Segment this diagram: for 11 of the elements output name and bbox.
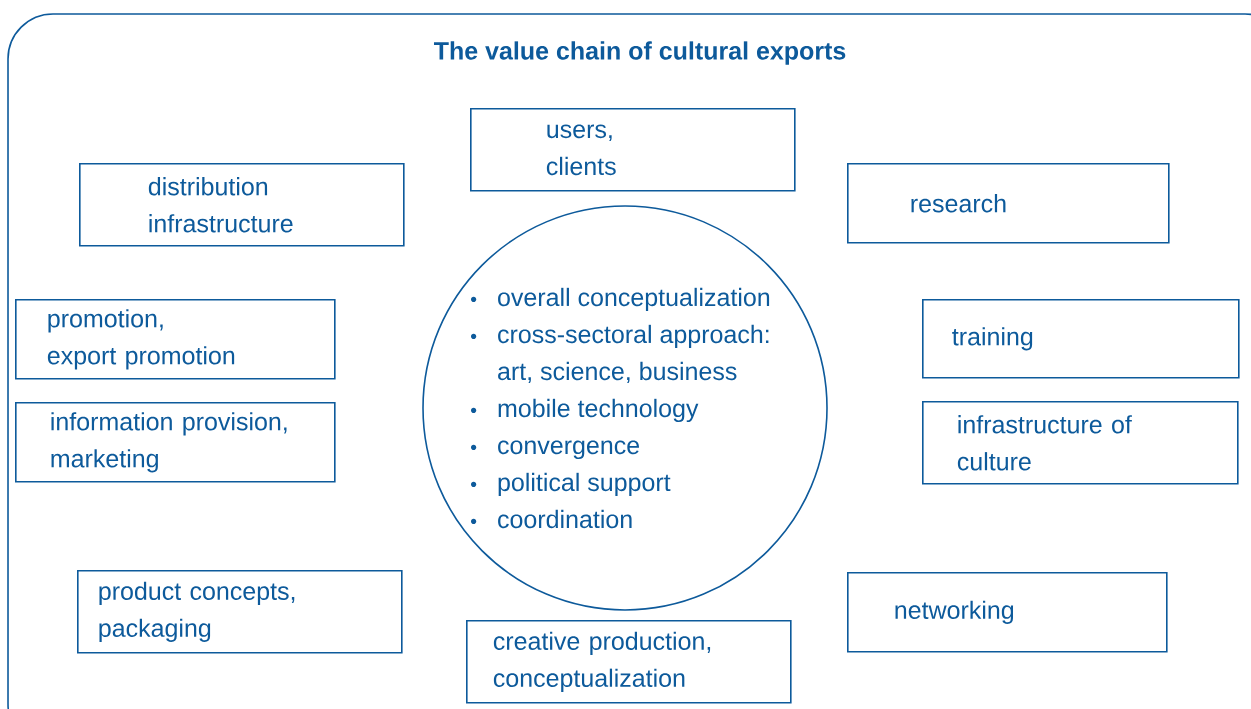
text-box: networking — [847, 572, 1168, 653]
title: The value chain of cultural exports — [434, 41, 846, 65]
text-box: training — [922, 299, 1240, 379]
text-box: product concepts, packaging — [77, 570, 403, 654]
text-box: research — [847, 163, 1170, 244]
text-box: infrastructure of culture — [922, 401, 1239, 485]
text-box: creative production, conceptualization — [466, 620, 792, 704]
text-box: information provision, marketing — [15, 402, 336, 483]
text-box: distribution infrastructure — [79, 163, 405, 247]
text-box: promotion, export promotion — [15, 299, 336, 380]
text-box: users, clients — [470, 108, 796, 192]
